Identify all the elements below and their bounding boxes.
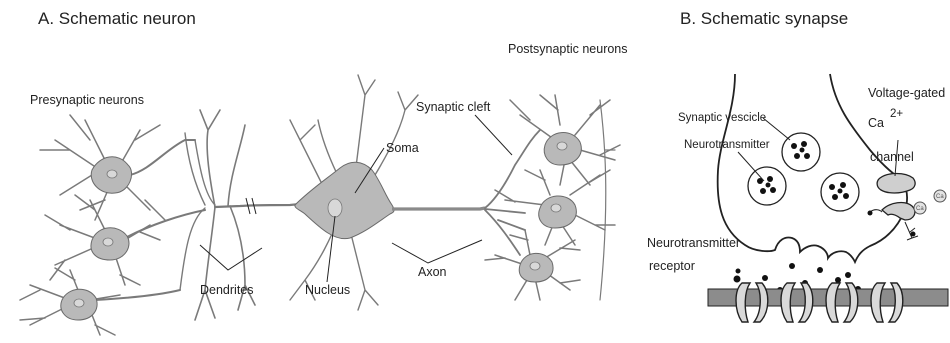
calcium-ion-2: Ca: [934, 190, 946, 202]
main-axon: [392, 208, 485, 209]
label-synaptic-cleft: Synaptic cleft: [416, 100, 491, 114]
label-axon: Axon: [418, 265, 447, 279]
label-neurotransmitter: Neurotransmitter: [684, 139, 770, 151]
label-nucleus: Nucleus: [305, 283, 350, 297]
label-ca: Ca: [868, 116, 884, 130]
bound-neurotransmitter: [734, 276, 741, 283]
label-channel: channel: [870, 150, 914, 164]
label-ca-charge: 2+: [890, 108, 903, 120]
postsynaptic-neuron-bottom: [485, 230, 580, 300]
panel-a-title: A. Schematic neuron: [38, 9, 196, 28]
svg-text:Ca: Ca: [916, 206, 924, 212]
label-nt-receptor-line2: receptor: [649, 259, 695, 273]
panel-a-schematic-neuron: A. Schematic neuron: [20, 9, 628, 335]
presynaptic-neuron-bottom: [20, 268, 180, 335]
label-dendrites: Dendrites: [200, 283, 254, 297]
channel-gate: [882, 203, 915, 220]
label-soma: Soma: [386, 141, 419, 155]
svg-text:Ca: Ca: [936, 194, 944, 200]
voltage-gated-channel: [877, 174, 915, 194]
leader-synaptic-vesicle: [763, 118, 790, 140]
panel-b-schematic-synapse: B. Schematic synapse Ca: [647, 9, 948, 322]
postsynaptic-neuron-middle: [495, 170, 615, 245]
leader-axon: [392, 240, 482, 263]
presynaptic-neuron-middle: [45, 195, 205, 285]
label-voltage-gated: Voltage-gated: [868, 86, 945, 100]
synaptic-vesicle-2: [748, 167, 786, 205]
leader-synaptic-cleft: [475, 115, 512, 155]
panel-b-title: B. Schematic synapse: [680, 9, 848, 28]
calcium-ion-1: Ca: [914, 202, 926, 214]
synaptic-vesicle-3: [821, 173, 859, 211]
label-postsynaptic-neurons: Postsynaptic neurons: [508, 42, 628, 56]
presynaptic-neuron-top: [40, 115, 195, 220]
main-neuron-soma: [295, 162, 394, 238]
label-synaptic-vesicle: Synaptic vescicle: [678, 112, 766, 124]
label-nt-receptor-line1: Neurotransmitter: [647, 236, 740, 250]
label-presynaptic-neurons: Presynaptic neurons: [30, 93, 144, 107]
